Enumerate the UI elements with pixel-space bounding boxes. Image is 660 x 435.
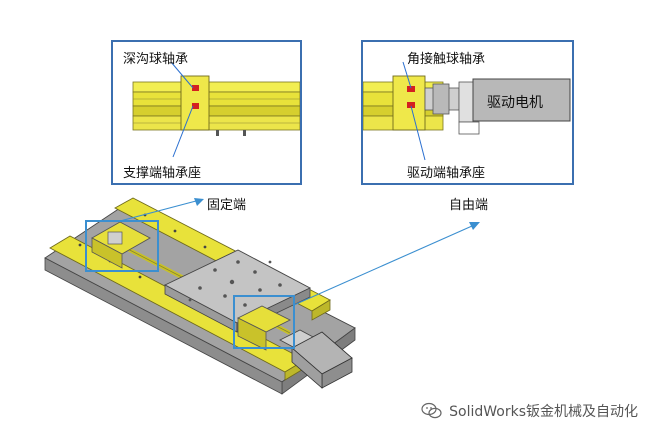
free-end-section-view: [363, 61, 571, 161]
wechat-icon: [421, 402, 442, 419]
angular-bearing-top: [407, 86, 415, 92]
free-end-label: 自由端: [449, 198, 489, 213]
watermark: SolidWorks钣金机械及自动化: [421, 401, 638, 421]
deep-groove-bearing-top: [192, 85, 199, 91]
fixed-end-highlight-box: [85, 220, 159, 272]
free-end-highlight-box: [233, 295, 295, 349]
free-end-detail-frame: 角接触球轴承 驱动端轴承座 驱动电机: [361, 40, 574, 185]
angular-bearing-bottom: [407, 102, 415, 108]
deep-groove-ball-bearing-label: 深沟球轴承: [123, 52, 189, 67]
drive-bearing-housing-label: 驱动端轴承座: [407, 166, 486, 181]
fixed-end-label: 固定端: [207, 198, 247, 213]
drive-motor-label: 驱动电机: [487, 95, 543, 111]
support-bearing-housing-label: 支撑端轴承座: [123, 166, 202, 181]
fixed-end-section-view: [132, 61, 300, 158]
fixed-end-detail-frame: 深沟球轴承 支撑端轴承座: [111, 40, 302, 185]
deep-groove-bearing-bottom: [192, 103, 199, 109]
watermark-text: SolidWorks钣金机械及自动化: [449, 404, 638, 420]
angular-contact-ball-bearing-label: 角接触球轴承: [407, 52, 486, 67]
drive-motor-body: [472, 78, 571, 122]
